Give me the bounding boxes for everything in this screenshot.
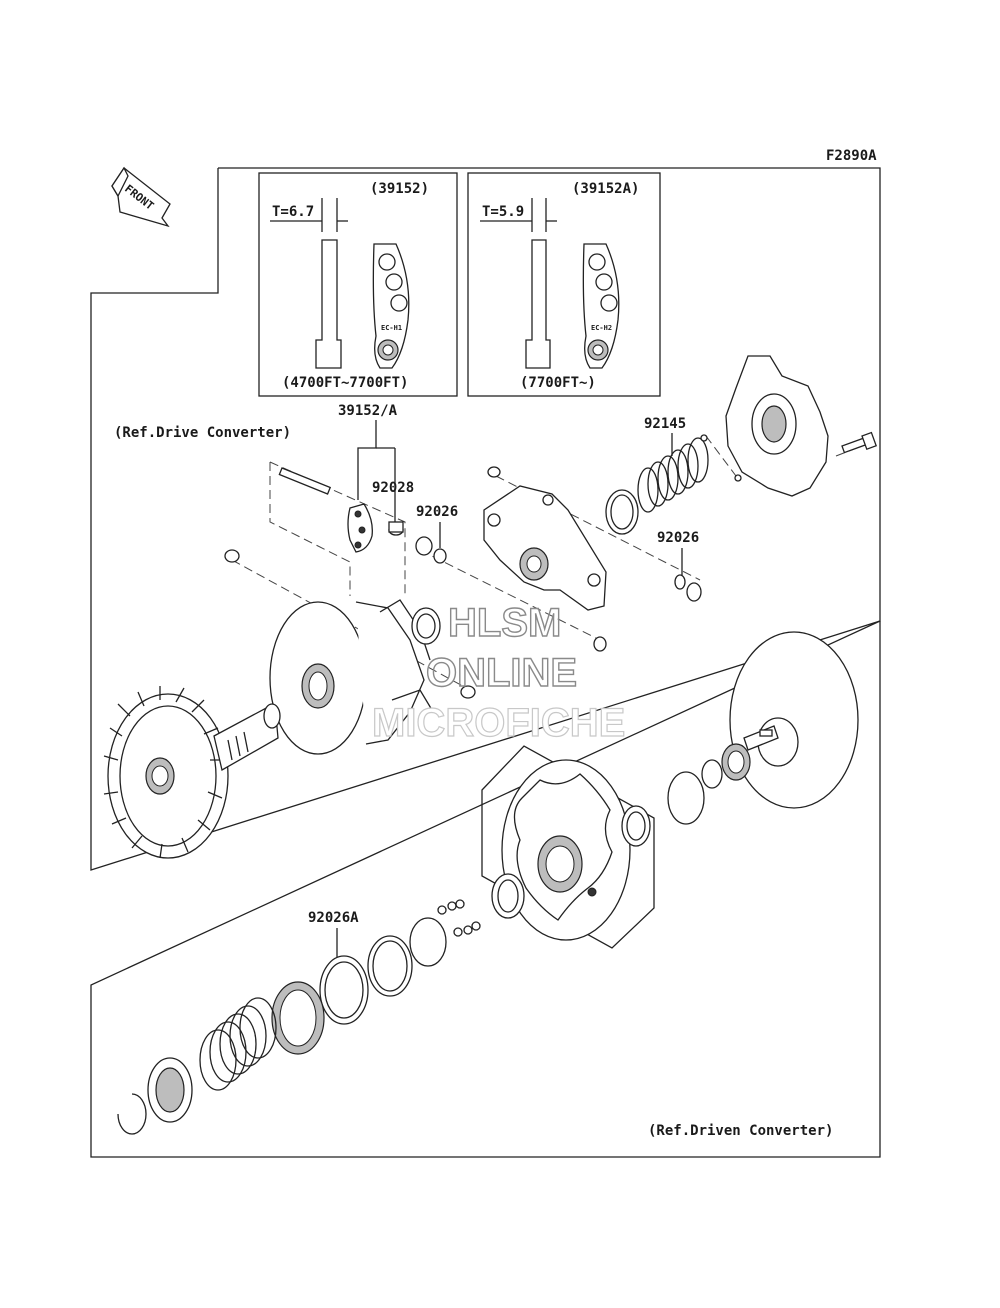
- panel-a-stamp: EC-H1: [381, 324, 402, 332]
- drive-boundary: [90, 167, 881, 871]
- washer-spring-seat: [605, 489, 639, 535]
- washer-92026-left: [415, 536, 447, 564]
- sheave-bushing: [411, 607, 441, 645]
- fixed-sheave: [103, 686, 281, 859]
- panel-a-partno: (39152): [370, 181, 429, 197]
- watermark: HLSM ONLINE MICROFICHE: [371, 600, 626, 745]
- driven-boundary: [90, 620, 881, 1158]
- driven-spring: [199, 997, 277, 1091]
- front-arrow-icon: FRONT: [111, 166, 171, 228]
- nut-sheave: [460, 685, 476, 699]
- leader-lines: [336, 420, 683, 958]
- ref-driven-label: (Ref.Driven Converter): [648, 1123, 833, 1139]
- driven-movable-sheave: [481, 745, 655, 949]
- assembly-guides: [231, 435, 863, 691]
- spider-arm: [483, 466, 607, 611]
- panel-b-stamp: EC-H2: [591, 324, 612, 332]
- callout-92026-left: 92026: [416, 504, 458, 520]
- watermark-line2: ONLINE: [426, 651, 577, 695]
- spring-seat: [147, 1057, 193, 1123]
- driven-shim: [667, 771, 705, 825]
- ref-drive-label: (Ref.Drive Converter): [114, 425, 291, 441]
- nut-left: [224, 549, 240, 563]
- small-nut: [593, 636, 607, 652]
- panel-39152: (39152) T=6.7 EC-H1 (4700FT~7700FT): [258, 172, 458, 397]
- drive-cover: [700, 355, 829, 497]
- driven-oring: [701, 759, 723, 789]
- bolt: [841, 431, 878, 454]
- callout-92145: 92145: [644, 416, 686, 432]
- driven-stack: [271, 873, 525, 1055]
- washer-92026a: [319, 955, 369, 1025]
- callout-92026a: 92026A: [308, 910, 359, 926]
- panel-b-thickness: T=5.9: [482, 204, 524, 220]
- callout-92026-right: 92026: [657, 530, 699, 546]
- callout-39152a: 39152/A: [338, 403, 398, 419]
- spring-92145: [637, 437, 709, 513]
- watermark-line1: HLSM: [448, 601, 561, 645]
- weight-pin: [278, 467, 332, 495]
- driven-fixed-sheave: [729, 631, 859, 809]
- diagram-id: F2890A: [826, 148, 877, 164]
- panel-a-thickness: T=6.7: [272, 204, 314, 220]
- slider-buttons: [437, 899, 481, 937]
- bushing-92028: [388, 521, 404, 536]
- centrifugal-weight: [347, 503, 373, 553]
- driven-seal-ring: [721, 743, 751, 781]
- movable-sheave: [269, 599, 433, 755]
- panel-a-altitude: (4700FT~7700FT): [282, 375, 408, 391]
- callout-92028: 92028: [372, 480, 414, 496]
- panel-39152a: (39152A) T=5.9 EC-H2 (7700FT~): [467, 172, 661, 397]
- snap-ring: [117, 1093, 147, 1135]
- watermark-line3: MICROFICHE: [372, 701, 625, 745]
- panel-b-altitude: (7700FT~): [520, 375, 596, 391]
- washer-92026-right: [674, 574, 702, 602]
- panel-b-partno: (39152A): [572, 181, 639, 197]
